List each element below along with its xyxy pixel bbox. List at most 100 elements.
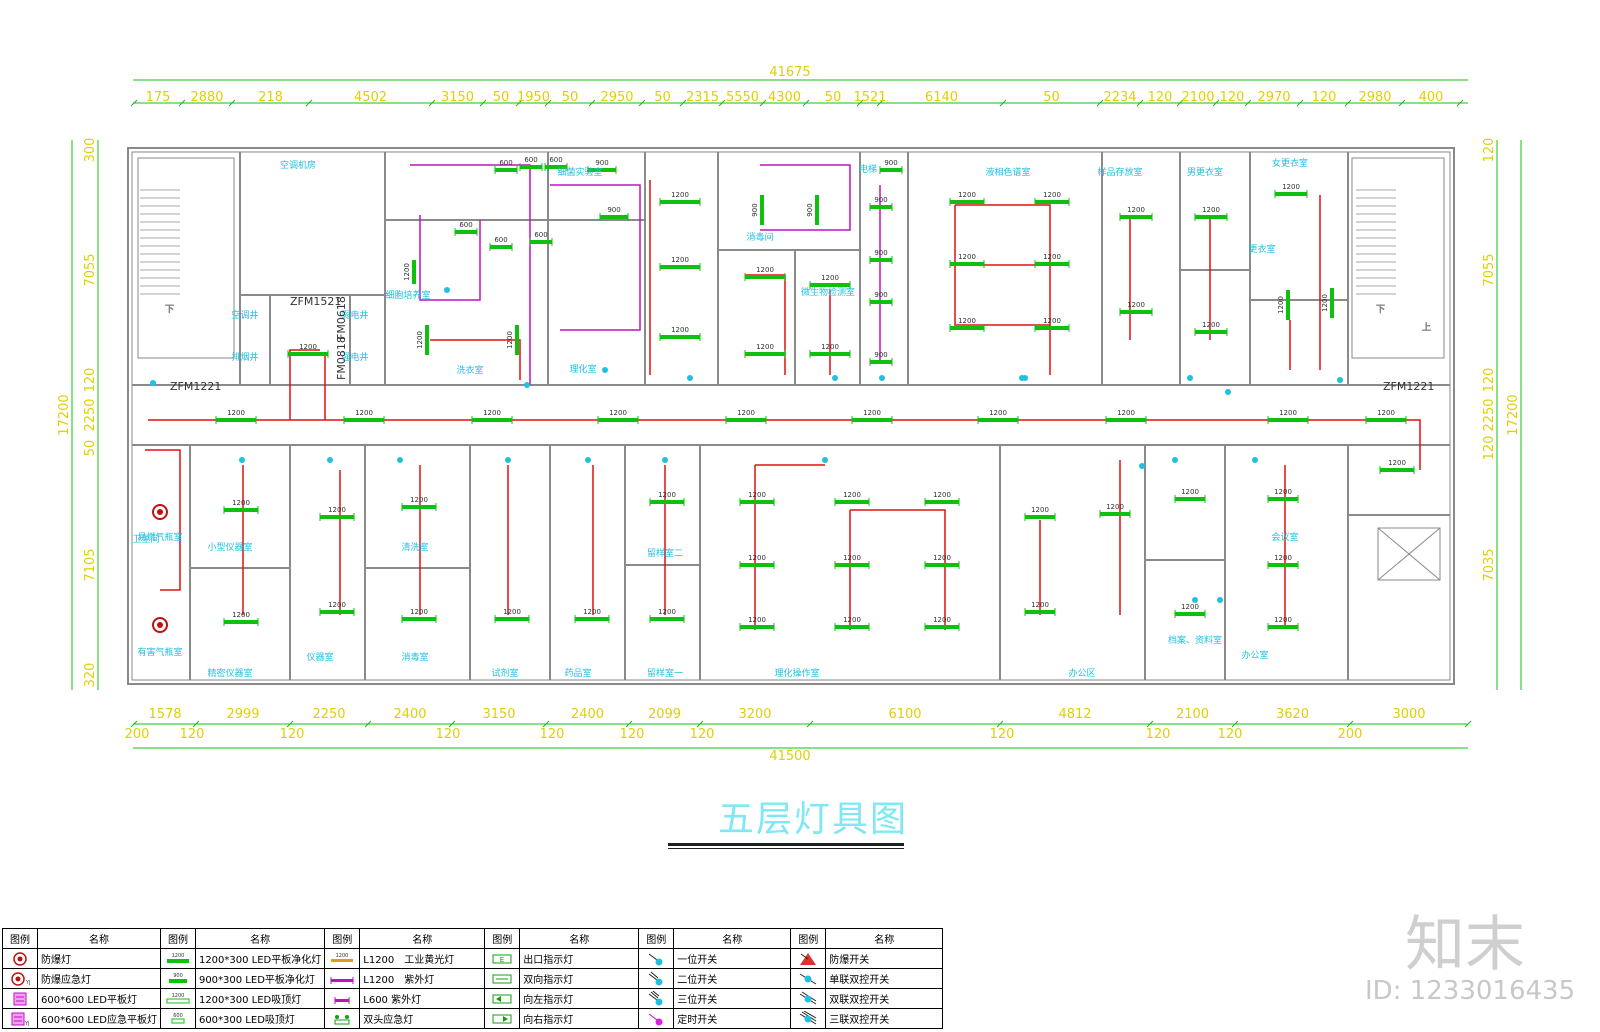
lamp-fixture: [810, 283, 850, 287]
legend-row: 600*600 LED平板灯 1200 1200*300 LED吸顶灯 L600…: [2, 988, 944, 1009]
dim-tick: [802, 99, 810, 107]
door-label: ZFM1221: [170, 380, 221, 393]
switch-icon: [1187, 375, 1193, 381]
switch-icon: [505, 457, 511, 463]
legend-name: 三位开关: [673, 988, 792, 1009]
dim-tick: [428, 99, 436, 107]
dim-top-segment: 2950: [600, 90, 633, 105]
lamp-label: 1200: [1274, 554, 1292, 562]
lamp-fixture: [925, 625, 959, 629]
lamp-label: 1200: [1106, 503, 1124, 511]
lamp-fixture: [600, 215, 628, 219]
lamp-label: 1200: [328, 601, 346, 609]
dim-top-segment: 120: [1312, 90, 1337, 105]
lamp-fixture: [1175, 612, 1205, 616]
lamp-fixture: [344, 418, 384, 422]
lamp-fixture: [950, 262, 984, 266]
dim-bottom-segment: 2250: [312, 707, 345, 722]
switch-icon: [397, 457, 403, 463]
dim-top-segment: 50: [562, 90, 579, 105]
room-labels: 空调机房空调井排烟井弱电井强电井细胞培养室洗衣室细菌实验室消毒间微生物检测室理化…: [132, 157, 1308, 679]
lamp-fixture: [852, 418, 892, 422]
dim-tick: [1296, 99, 1304, 107]
legend-header-row: 图例 名称 图例 名称 图例 名称 图例 名称 图例 名称 图例 名称: [2, 928, 944, 949]
room-label: 理化室: [569, 363, 596, 375]
legend-header: 名称: [519, 928, 640, 949]
lamp-fixture: [740, 500, 774, 504]
dim-tick: [806, 720, 814, 728]
legend-table: 图例 名称 图例 名称 图例 名称 图例 名称 图例 名称 图例 名称 防爆灯 …: [2, 928, 944, 1029]
legend-sym-label: 1200: [172, 993, 185, 999]
room-label: 细菌实验室: [557, 166, 602, 178]
dim-bottom-segment: 6100: [888, 707, 921, 722]
lamp-fixture: [216, 418, 256, 422]
legend-row: YJ 防爆应急灯 900 900*300 LED平板净化灯 L1200 紫外灯 …: [2, 968, 944, 989]
lamp-fixture: [1120, 215, 1152, 219]
room-label: 更衣室: [1248, 243, 1275, 255]
lamp-fixture: [870, 300, 892, 304]
legend-name: 1200*300 LED平板净化灯: [194, 948, 326, 969]
lamp-label: 1200: [737, 409, 755, 417]
lamp-fixture: [472, 418, 512, 422]
lighting-circuits: [145, 164, 1421, 630]
lamp-fixture: [495, 617, 529, 621]
lamp-label: 1200: [1274, 616, 1292, 624]
lamp-fixture: [810, 352, 850, 356]
room-label: 消毒室: [401, 651, 428, 663]
dim-top-segment: 2234: [1103, 90, 1136, 105]
dim-top-segment: 400: [1419, 90, 1444, 105]
legend-name: 出口指示灯: [519, 948, 640, 969]
switch-icon: [1019, 375, 1025, 381]
lamp-fixture: [650, 500, 684, 504]
stair-up-label: 上: [1422, 322, 1431, 333]
switch-icon: [822, 457, 828, 463]
lamp-label: 1200: [227, 409, 245, 417]
room-label: 排烟井: [231, 351, 258, 363]
title-underline-thin: [668, 848, 904, 849]
panel-lamp-600-icon: [2, 988, 38, 1009]
lamp-label: 1200: [989, 409, 1007, 417]
lamp-fixture: [1366, 418, 1406, 422]
dim-tick: [228, 99, 236, 107]
lamp-label: 1200: [1277, 296, 1285, 314]
dim-top-segment: 2880: [190, 90, 223, 105]
switch-icon: [879, 375, 885, 381]
lamp-label: 1200: [609, 409, 627, 417]
switch-icon: [444, 287, 450, 293]
dim-tick: [999, 99, 1007, 107]
dim-tick: [305, 99, 313, 107]
dim-bottom-small: 120: [180, 727, 205, 742]
title-underline: [668, 843, 904, 846]
room-label: 有害气瓶室: [137, 646, 182, 658]
dim-tick: [1136, 99, 1144, 107]
dim-bottom-segment: 2099: [648, 707, 681, 722]
legend-row: 防爆灯 1200 1200*300 LED平板净化灯 1200 L1200 工业…: [2, 948, 944, 969]
room-label: 办公室: [1241, 649, 1268, 661]
dim-top-segment: 2970: [1257, 90, 1290, 105]
dim-bottom-small: 120: [280, 727, 305, 742]
svg-text:YJ: YJ: [25, 980, 30, 986]
lamp-label: 1200: [933, 554, 951, 562]
dim-tick: [696, 720, 704, 728]
dim-tick: [679, 99, 687, 107]
lamp-fixture: [575, 617, 609, 621]
lamp-label: 1200: [658, 608, 676, 616]
lamp-fixture: [545, 165, 567, 169]
dim-top-segment: 1950: [517, 90, 550, 105]
legend-name: 双联双控开关: [825, 988, 944, 1009]
dim-left-segment: 50: [83, 440, 98, 457]
dim-bottom-segment: 3200: [738, 707, 771, 722]
room-label: 试剂室: [491, 667, 518, 679]
image-id: ID: 1233016435: [1365, 976, 1576, 1006]
lamp-fixture: [588, 168, 616, 172]
switch-icon: [1172, 457, 1178, 463]
dim-left-segment: 120: [83, 368, 98, 393]
lamp-fixture: [650, 617, 684, 621]
room-label: 空调机房: [280, 159, 316, 171]
legend-name: 1200*300 LED吸顶灯: [194, 988, 326, 1009]
lamp-fixture: [950, 326, 984, 330]
lamp-fixture: [1035, 326, 1069, 330]
lamp-label: 600: [494, 236, 507, 244]
dim-right-overall: 17200: [1506, 394, 1521, 435]
lamp-fixture: [490, 245, 512, 249]
